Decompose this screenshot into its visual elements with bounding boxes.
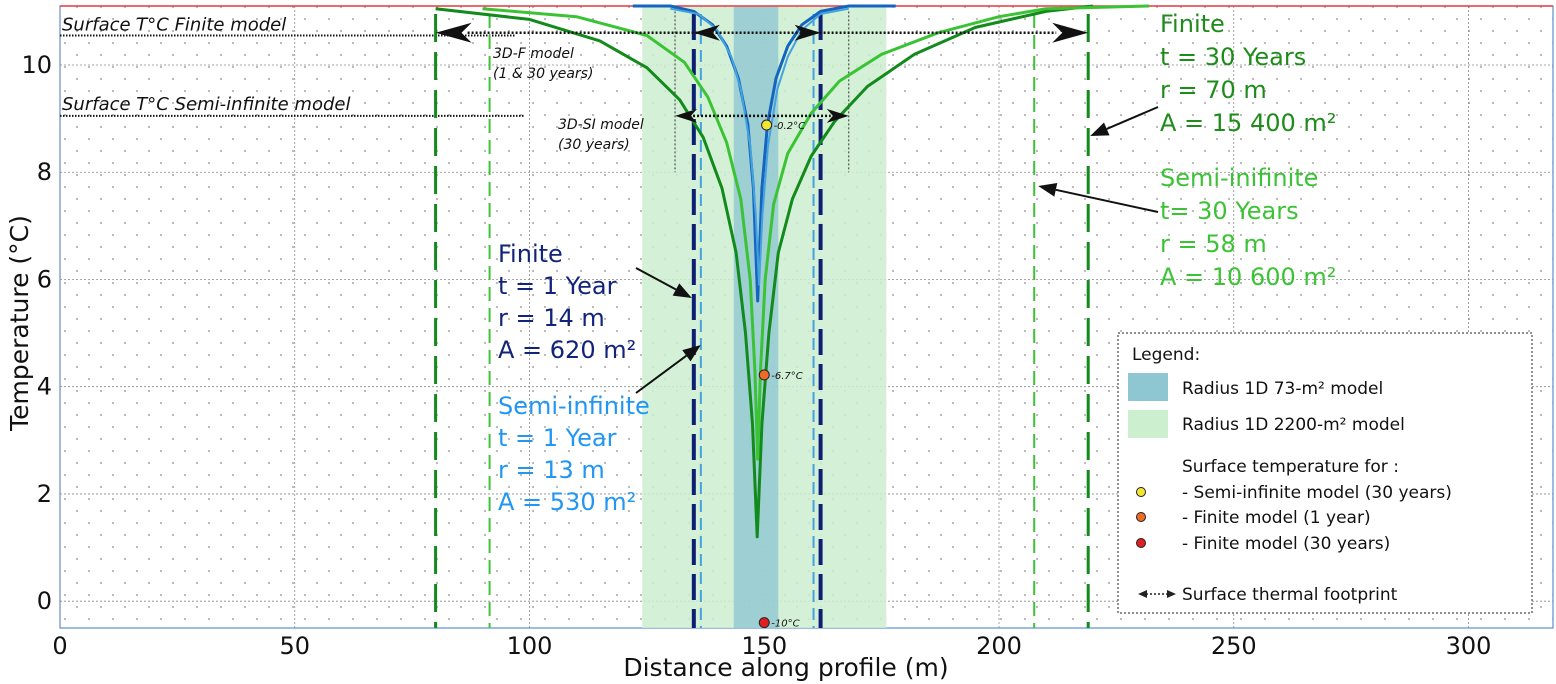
pointer-semi-30 xyxy=(1038,182,1159,213)
annotation-line: Semi-inifinite xyxy=(1160,164,1318,192)
legend-title: Legend: xyxy=(1132,345,1200,365)
x-tick-label: 0 xyxy=(52,632,67,660)
pointer-finite-1 xyxy=(635,267,692,298)
annotation-line: Finite xyxy=(1160,10,1225,38)
pointer-head xyxy=(682,345,701,362)
legend-point-label: - Finite model (1 year) xyxy=(1182,508,1371,528)
pointer-finite-30 xyxy=(1090,106,1159,136)
annotation-line: t = 30 Years xyxy=(1160,43,1306,71)
annotation-finite-30-years: Finite t = 30 Years r = 70 m A = 15 400 … xyxy=(1160,10,1336,137)
surface-temperature-point-label: -10°C xyxy=(771,619,799,630)
legend-point-semi-30 xyxy=(1136,487,1146,497)
annotation-line: r = 14 m xyxy=(498,304,605,332)
legend-point-finite-30 xyxy=(1136,538,1146,548)
y-tick-label: 10 xyxy=(21,51,52,79)
x-axis-ticks: 0 50 100 150 200 250 300 xyxy=(52,632,1491,660)
pointer-line xyxy=(1055,188,1159,213)
model-3dsi-sublabel: (30 years) xyxy=(558,137,630,153)
surface-temperature-point xyxy=(761,119,773,131)
pointer-head xyxy=(1090,122,1110,136)
legend: Legend: Radius 1D 73-m² model Radius 1D … xyxy=(1117,332,1533,614)
footprint-3df-arrow xyxy=(435,22,1089,43)
legend-point-finite-1 xyxy=(1136,512,1146,522)
annotation-line: r = 70 m xyxy=(1160,76,1267,104)
legend-swatch-73m2 xyxy=(1128,373,1168,401)
x-tick-label: 50 xyxy=(279,632,310,660)
annotation-semi-infinite-30-years: Semi-inifinite t= 30 Years r = 58 m A = … xyxy=(1160,164,1336,291)
annotation-line: t= 30 Years xyxy=(1160,197,1299,225)
surface-temperature-points: -0.2°C -6.7°C -10°C xyxy=(758,119,806,630)
footprint-arrows xyxy=(435,22,1089,123)
model-3dsi-label: 3D-SI model xyxy=(558,117,644,133)
surface-temperature-point xyxy=(758,617,770,629)
pointer-semi-1 xyxy=(635,345,701,394)
annotation-line: r = 13 m xyxy=(498,456,605,484)
pointer-line xyxy=(635,267,677,291)
annotation-line: A = 15 400 m² xyxy=(1160,109,1336,137)
y-tick-label: 4 xyxy=(37,373,52,401)
x-tick-label: 300 xyxy=(1446,632,1492,660)
annotation-line: Semi-infinite xyxy=(498,392,650,420)
legend-points-heading: Surface temperature for : xyxy=(1182,457,1399,477)
y-tick-label: 2 xyxy=(37,480,52,508)
legend-point-label: - Finite model (30 years) xyxy=(1182,534,1390,554)
pointer-head xyxy=(672,283,692,298)
footprint-3dsi-arrow xyxy=(675,108,849,123)
legend-point-label: - Semi-infinite model (30 years) xyxy=(1182,483,1452,503)
x-axis-title: Distance along profile (m) xyxy=(623,653,948,682)
model-3df-label: 3D-F model xyxy=(493,46,574,62)
pointer-line xyxy=(1106,106,1159,130)
curve-semi-30y xyxy=(482,4,1150,461)
arrow-head-inner-left xyxy=(693,24,720,41)
pointer-line xyxy=(635,354,687,394)
legend-item-73m2: Radius 1D 73-m² model xyxy=(1182,379,1383,399)
arrow-head-inner-right xyxy=(794,24,821,41)
y-axis-ticks: 0 2 4 6 8 10 xyxy=(21,51,52,615)
annotation-pointer-arrows xyxy=(635,106,1159,394)
surface-temperature-point-label: -6.7°C xyxy=(771,371,803,382)
annotation-line: A = 530 m² xyxy=(498,488,636,516)
annotation-line: A = 10 600 m² xyxy=(1160,263,1336,291)
footprint-boundaries xyxy=(434,11,1090,628)
curve-finite-30y xyxy=(435,4,1094,539)
legend-footprint-label: Surface thermal footprint xyxy=(1182,585,1398,605)
y-tick-label: 6 xyxy=(37,265,52,293)
annotation-line: r = 58 m xyxy=(1160,230,1267,258)
legend-swatch-2200m2 xyxy=(1128,410,1168,438)
model-3df-sublabel: (1 & 30 years) xyxy=(493,66,593,82)
annotation-line: A = 620 m² xyxy=(498,336,636,364)
annotation-finite-1-year: Finite t = 1 Year r = 14 m A = 620 m² xyxy=(498,240,636,364)
surface-level-lines xyxy=(60,5,1553,117)
x-tick-label: 150 xyxy=(741,632,787,660)
arrow-head-right xyxy=(1052,22,1089,43)
legend-footprint-symbol xyxy=(1138,590,1176,598)
y-tick-label: 0 xyxy=(37,587,52,615)
surface-temperature-point xyxy=(758,369,770,381)
arrow-head-right xyxy=(826,108,849,123)
arrow-head-left xyxy=(675,108,698,123)
annotation-line: t = 1 Year xyxy=(498,272,617,300)
x-tick-label: 250 xyxy=(1211,632,1257,660)
x-tick-label: 200 xyxy=(976,632,1022,660)
x-tick-label: 100 xyxy=(507,632,553,660)
surface-semi-label: Surface T°C Semi-infinite model xyxy=(62,94,350,115)
annotation-line: Finite xyxy=(498,240,563,268)
annotation-line: t = 1 Year xyxy=(498,424,617,452)
legend-box xyxy=(1117,332,1533,614)
legend-item-2200m2: Radius 1D 2200-m² model xyxy=(1182,415,1405,435)
surface-finite-label: Surface T°C Finite model xyxy=(62,14,286,35)
y-axis-title: Temperature (°C) xyxy=(5,215,34,432)
y-tick-label: 8 xyxy=(37,158,52,186)
arrow-head-left xyxy=(435,22,472,43)
annotation-semi-infinite-1-year: Semi-infinite t = 1 Year r = 13 m A = 53… xyxy=(498,392,650,516)
surface-temperature-point-label: -0.2°C xyxy=(774,121,806,132)
pointer-head xyxy=(1038,182,1058,197)
